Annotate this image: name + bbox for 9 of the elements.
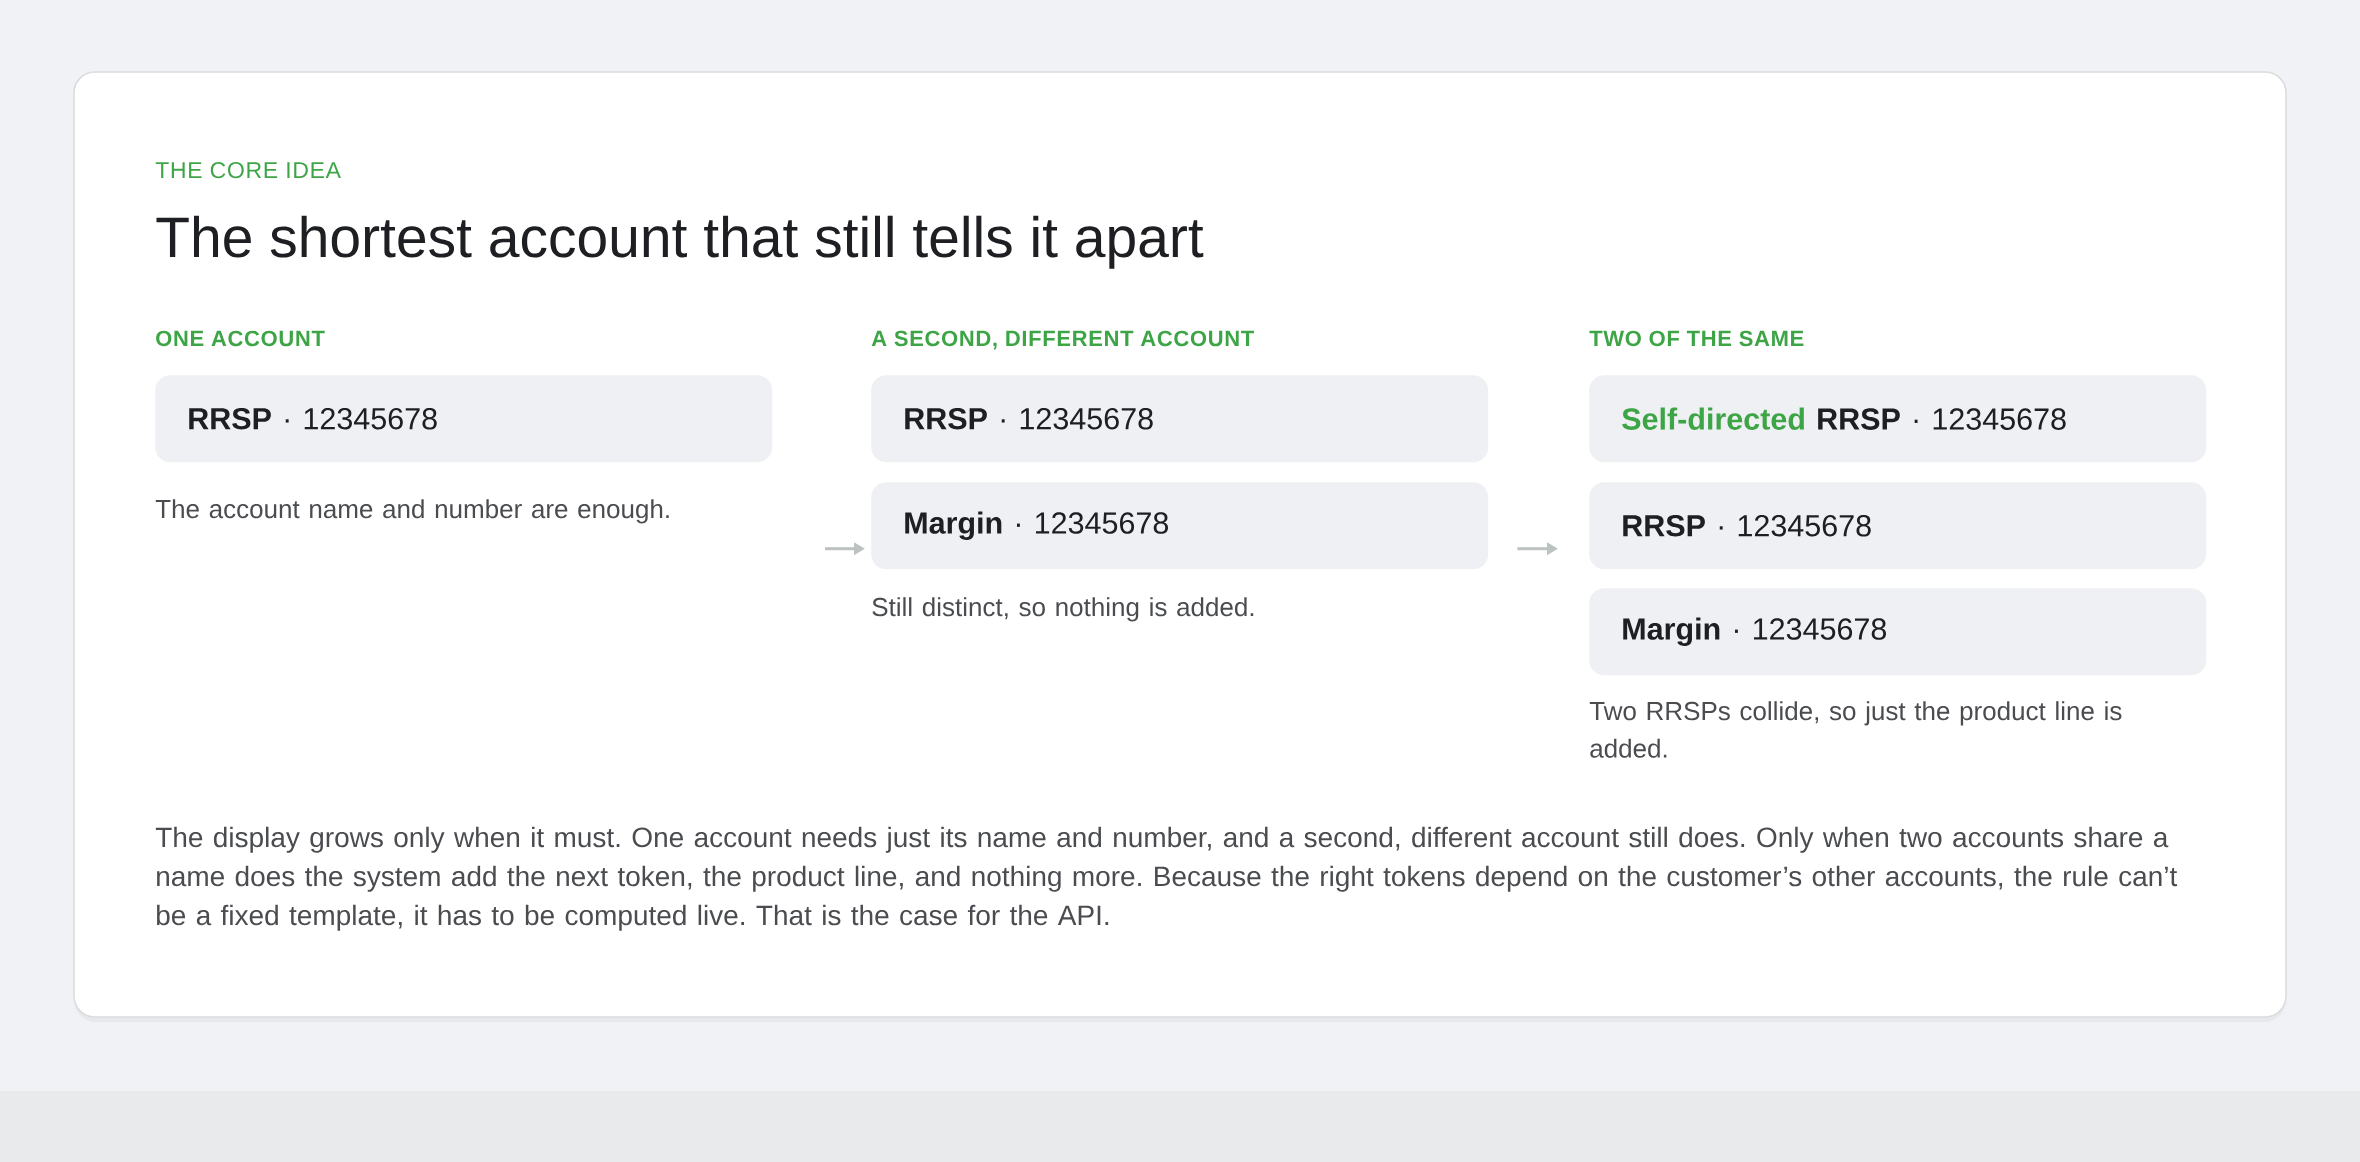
- paragraph: The display grows only when it must. One account needs just its name and number, and a second, different account still does. Only when two accounts share a name does the system add the next token, the product line, and nothing more. Because the right tokens depend on the customer’s other accounts, the rule can’t be a fixed template, it has to be computed live. That is the case for the API.: [155, 826, 2178, 931]
- caption: The account name and number are enough.: [155, 499, 669, 524]
- column-heading: TWO OF THE SAME: [1589, 330, 1804, 347]
- title: The shortest account that still tells it apart: [156, 215, 1204, 269]
- section-label: THE CORE IDEA: [155, 161, 341, 179]
- column-heading: ONE ACCOUNT: [156, 330, 325, 347]
- column-heading: A SECOND, DIFFERENT ACCOUNT: [871, 330, 1254, 350]
- caption: Two RRSPs collide, so just the product line is added.: [1589, 701, 2122, 758]
- caption: Still distinct, so nothing is added.: [872, 597, 1254, 622]
